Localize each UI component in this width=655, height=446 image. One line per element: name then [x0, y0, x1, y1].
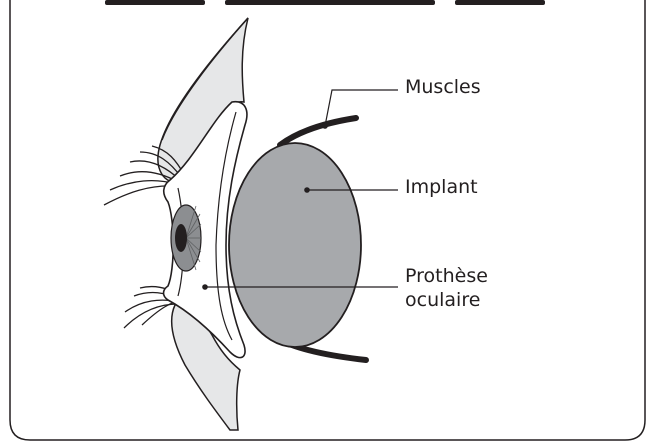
label-prosthesis-line2: oculaire	[405, 288, 488, 312]
orbital-implant	[229, 143, 361, 347]
pupil	[175, 224, 187, 252]
label-implant: Implant	[405, 175, 478, 199]
label-ocular-prosthesis: Prothèse oculaire	[405, 264, 488, 312]
clipped-title	[105, 0, 545, 5]
label-muscles: Muscles	[405, 75, 481, 99]
label-prosthesis-line1: Prothèse	[405, 264, 488, 288]
